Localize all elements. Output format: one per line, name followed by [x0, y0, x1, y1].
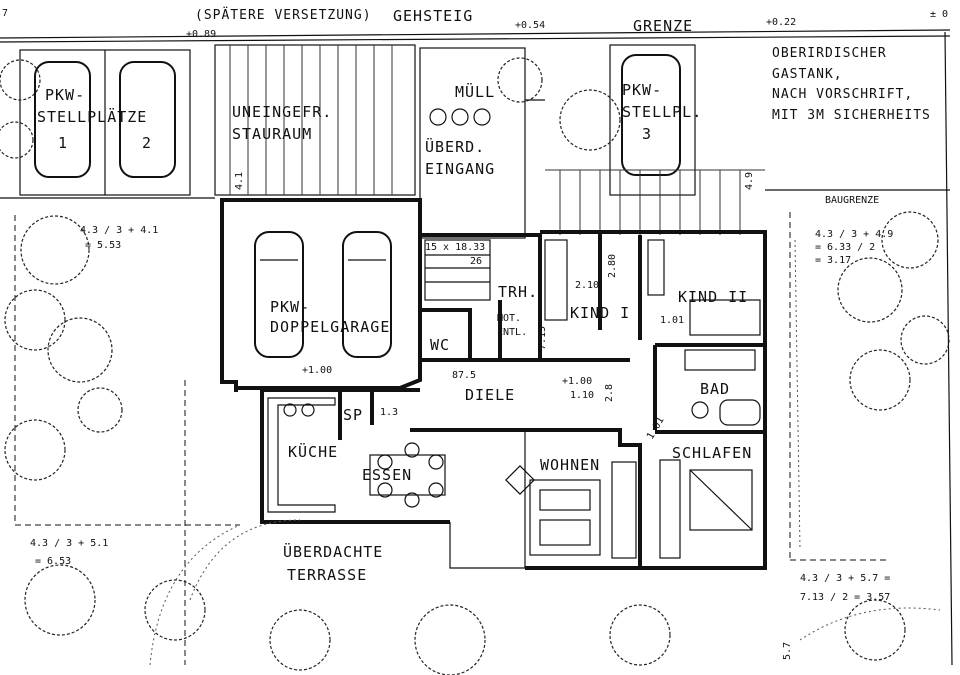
parking-label-a: PKW- — [45, 86, 85, 104]
kitchen-counters — [267, 397, 336, 513]
dim-13: 1.3 — [380, 407, 398, 418]
living-room-furniture — [505, 461, 637, 559]
staircase — [424, 239, 491, 301]
hall-level-2: 1.10 — [570, 390, 594, 401]
building-line-label: BAUGRENZE — [825, 195, 879, 206]
living-label: WOHNEN — [540, 456, 600, 474]
level-left: +0.89 — [186, 29, 216, 40]
dim-101: 1.01 — [660, 315, 684, 326]
dim-kid1-height: 2.80 — [607, 254, 618, 278]
dim-101b: 1.01 — [645, 415, 667, 441]
dim-left-top-2: = 5.53 — [85, 240, 121, 251]
dining-table — [369, 442, 446, 508]
entl-label: ENTL. — [497, 327, 527, 338]
property-boundary — [0, 29, 953, 666]
parking-label-b: STELLPLÄTZE — [37, 107, 147, 126]
parking3-label-b: STELLPL. — [622, 103, 702, 121]
house-walls — [220, 198, 767, 570]
dim-left-bottom-1: 4.3 / 3 + 5.1 — [30, 538, 108, 549]
entrance-label-a: ÜBERD. — [425, 137, 485, 156]
garden-dotted-lines — [149, 239, 941, 666]
dim-right-top-3: = 3.17 — [815, 255, 851, 266]
boundary-label: GRENZE — [633, 17, 693, 35]
gas-tank-note-3: NACH VORSCHRIFT, — [772, 87, 913, 102]
kid-room-1-label: KIND I — [570, 304, 630, 322]
hallway-label: DIELE — [465, 386, 515, 404]
later-move-label: (SPÄTERE VERSETZUNG) — [195, 7, 372, 23]
bathroom-fixtures — [684, 349, 761, 426]
level-right: +0.22 — [766, 17, 796, 28]
kid-room-2-label: KIND II — [678, 288, 748, 306]
garden-trees — [0, 57, 950, 675]
dim-right-bottom-1: 4.3 / 3 + 5.7 = — [800, 573, 890, 584]
mot-label: MOT. — [497, 313, 521, 324]
bedroom-label: SCHLAFEN — [672, 444, 752, 462]
dim-875: 87.5 — [452, 370, 476, 381]
hall-level: +1.00 — [562, 376, 592, 387]
entrance-label-b: EINGANG — [425, 160, 495, 178]
dim-right-bottom-2: 7.13 / 2 = 3.57 — [800, 592, 890, 603]
terrace-label-a: ÜBERDACHTE — [283, 542, 383, 561]
gas-tank-note-1: OBERIRDISCHER — [772, 46, 887, 61]
garage-cars — [254, 231, 392, 358]
dim-right-top-1: 4.3 / 3 + 4.9 — [815, 229, 893, 240]
dim-side-57: 5.7 — [782, 642, 793, 660]
storage-area-hatch — [214, 44, 416, 196]
dim-side-41: 4.1 — [234, 172, 245, 190]
dim-stair-26: 26 — [470, 256, 482, 267]
waste-and-entrance-area — [419, 47, 545, 239]
wc-label: WC — [430, 336, 450, 354]
garage-label-a: PKW- — [270, 298, 310, 316]
parking-num-1: 1 — [58, 134, 68, 152]
storage-label-b: STAURAUM — [232, 125, 312, 143]
kids-room-furniture — [544, 239, 761, 336]
level-corner: ± 0 — [930, 9, 948, 20]
dim-28: 2.8 — [604, 384, 615, 402]
edge-mark: 7 — [2, 8, 8, 19]
dining-label: ESSEN — [362, 466, 412, 484]
terrace-label-b: TERRASSE — [287, 566, 367, 584]
gas-tank-note-4: MIT 3M SICHERHEITS — [772, 108, 931, 123]
bath-label: BAD — [700, 380, 730, 398]
stair-hall-label: TRH. — [498, 283, 538, 301]
dim-left-top-1: 4.3 / 3 + 4.1 — [80, 225, 158, 236]
dim-715: 7.15 — [537, 326, 548, 350]
dim-stair: 15 x 18.33 — [425, 242, 485, 253]
garage-label-b: DOPPELGARAGE — [270, 318, 390, 336]
parking-stalls-1-2 — [19, 49, 191, 196]
pantry-label: SP — [343, 406, 363, 424]
dim-right-top-2: = 6.33 / 2 — [815, 242, 875, 253]
dim-side-49: 4.9 — [744, 172, 755, 190]
parking3-label-a: PKW- — [622, 81, 662, 99]
dim-left-bottom-2: = 6.53 — [35, 556, 71, 567]
gas-tank-note-2: GASTANK, — [772, 67, 843, 82]
waste-label: MÜLL — [455, 82, 495, 101]
garage-level: +1.00 — [302, 365, 332, 376]
parking-num-2: 2 — [142, 134, 152, 152]
kitchen-label: KÜCHE — [288, 442, 338, 461]
dim-kid1-width: 2.10 — [575, 280, 599, 291]
parking-num-3: 3 — [642, 125, 652, 143]
parking-stall-3 — [545, 44, 765, 235]
bedroom-furniture — [659, 459, 753, 559]
sidewalk-label: GEHSTEIG — [393, 7, 473, 25]
level-mid: +0.54 — [515, 20, 545, 31]
storage-label-a: UNEINGEFR. — [232, 103, 332, 121]
